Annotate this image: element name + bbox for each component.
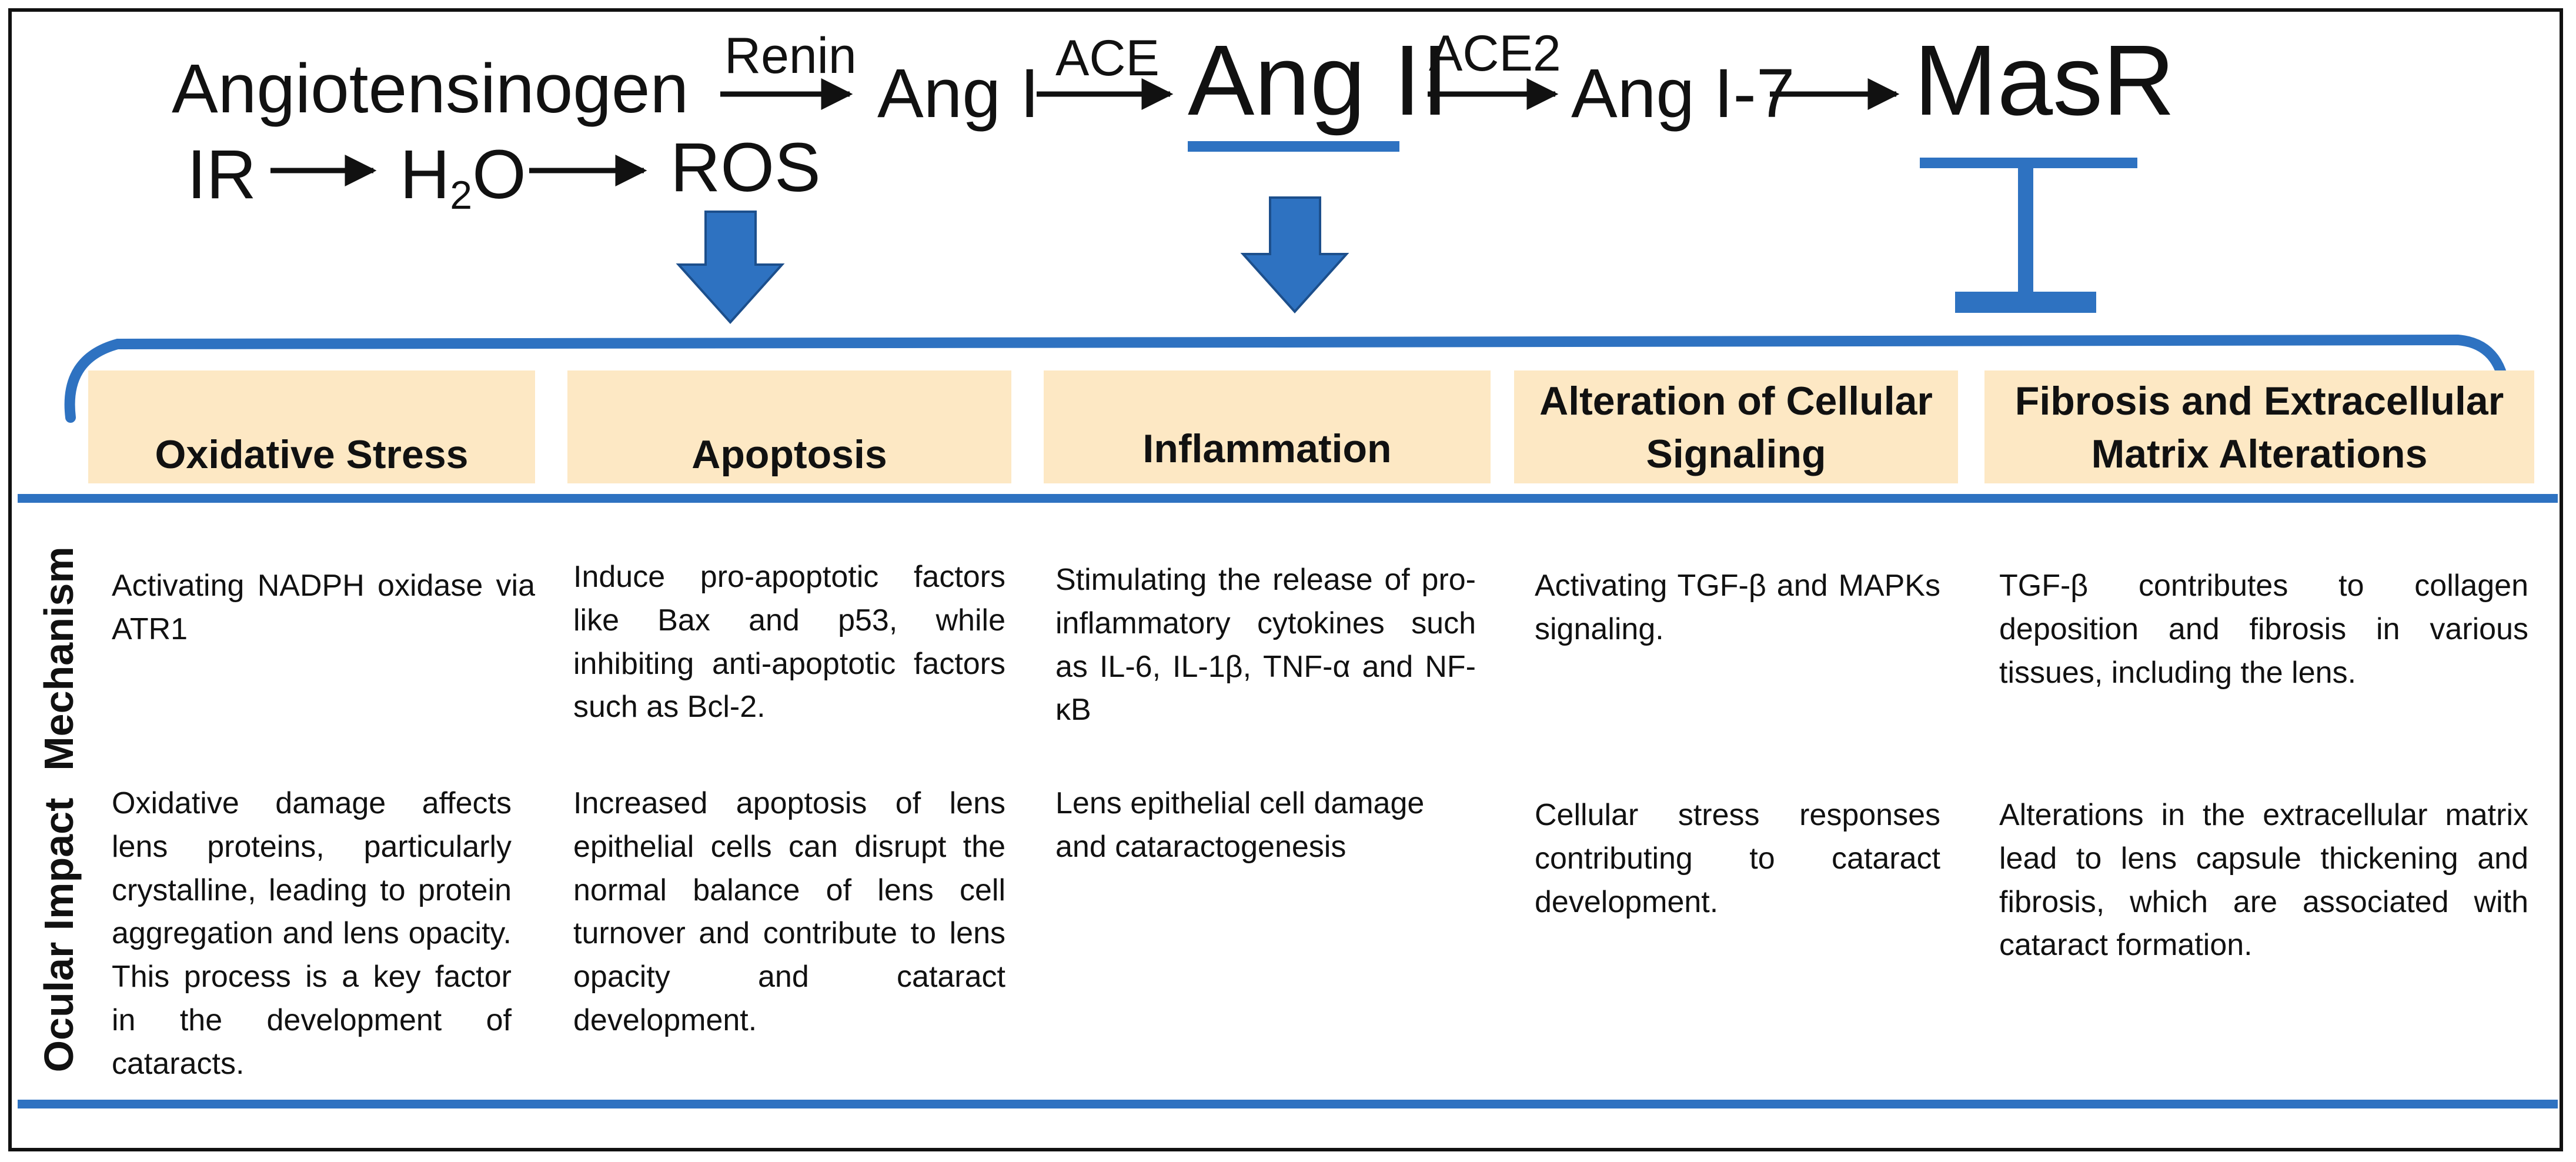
row-label-ocular-impact: Ocular Impact <box>36 797 82 1073</box>
masr-inhibit-bar <box>1955 292 2096 313</box>
ir-label: IR <box>187 136 256 213</box>
masr-underline <box>1920 158 2137 168</box>
h2o-end: O <box>472 136 526 213</box>
h2o-main: H <box>400 136 450 213</box>
h2o-subscript: 2 <box>450 173 473 218</box>
header-divider <box>18 494 2558 503</box>
mechanism-apoptosis: Induce pro-apoptotic factors like Bax an… <box>573 560 1005 724</box>
ang-ii-underline <box>1188 141 1399 152</box>
ros-down-arrow <box>676 211 785 324</box>
header-apoptosis: Apoptosis <box>691 432 887 478</box>
row-label-mechanism: Mechanism <box>36 546 82 771</box>
masr-inhibit-stem <box>2018 168 2033 300</box>
ang-ii-label: Ang II <box>1188 25 1449 136</box>
header-box-oxidative-stress <box>88 370 535 483</box>
header-fibrosis: Fibrosis and Extracellular Matrix Altera… <box>2014 379 2504 476</box>
ros-label: ROS <box>670 129 821 206</box>
header-cellular-signaling: Alteration of Cellular Signaling <box>1539 379 1933 476</box>
header-inflammation: Inflammation <box>1142 426 1392 472</box>
header-box-cellular-signaling <box>1514 370 1958 483</box>
header-oxidative-stress: Oxidative Stress <box>155 432 469 478</box>
impact-cellular-signaling: Cellular stress responses contributing t… <box>1535 798 1940 919</box>
header-box-fibrosis <box>1984 370 2534 483</box>
masr-label: MasR <box>1914 25 2175 136</box>
ace2-label: ACE2 <box>1429 25 1561 82</box>
impact-apoptosis: Increased apoptosis of lens epithelial c… <box>573 786 1005 1038</box>
angiotensinogen-label: Angiotensinogen <box>172 50 689 128</box>
renin-label: Renin <box>724 28 857 84</box>
impact-fibrosis: Alterations in the extracellular matrix … <box>1999 798 2528 963</box>
mechanism-inflammation: Stimulating the release of pro-inflammat… <box>1055 563 1476 727</box>
ang-i-label: Ang I <box>877 55 1040 132</box>
ang-ii-down-arrow <box>1240 196 1349 313</box>
mechanism-oxidative-stress: Activating NADPH oxidase via ATR1 <box>112 569 535 646</box>
mechanism-cellular-signaling: Activating TGF-β and MAPKs signaling. <box>1535 569 1940 646</box>
h2o-label: H2O <box>400 140 526 215</box>
impact-oxidative-stress: Oxidative damage affects lens proteins, … <box>112 786 512 1081</box>
impact-inflammation: Lens epithelial cell damage and cataract… <box>1055 786 1425 864</box>
header-box-apoptosis <box>567 370 1011 483</box>
bottom-divider <box>18 1100 2558 1108</box>
ace-label: ACE <box>1055 30 1160 86</box>
header-box-inflammation <box>1044 370 1491 483</box>
mechanism-fibrosis: TGF-β contributes to collagen deposition… <box>1999 569 2528 690</box>
ang-1-7-label: Ang I-7 <box>1571 55 1795 132</box>
